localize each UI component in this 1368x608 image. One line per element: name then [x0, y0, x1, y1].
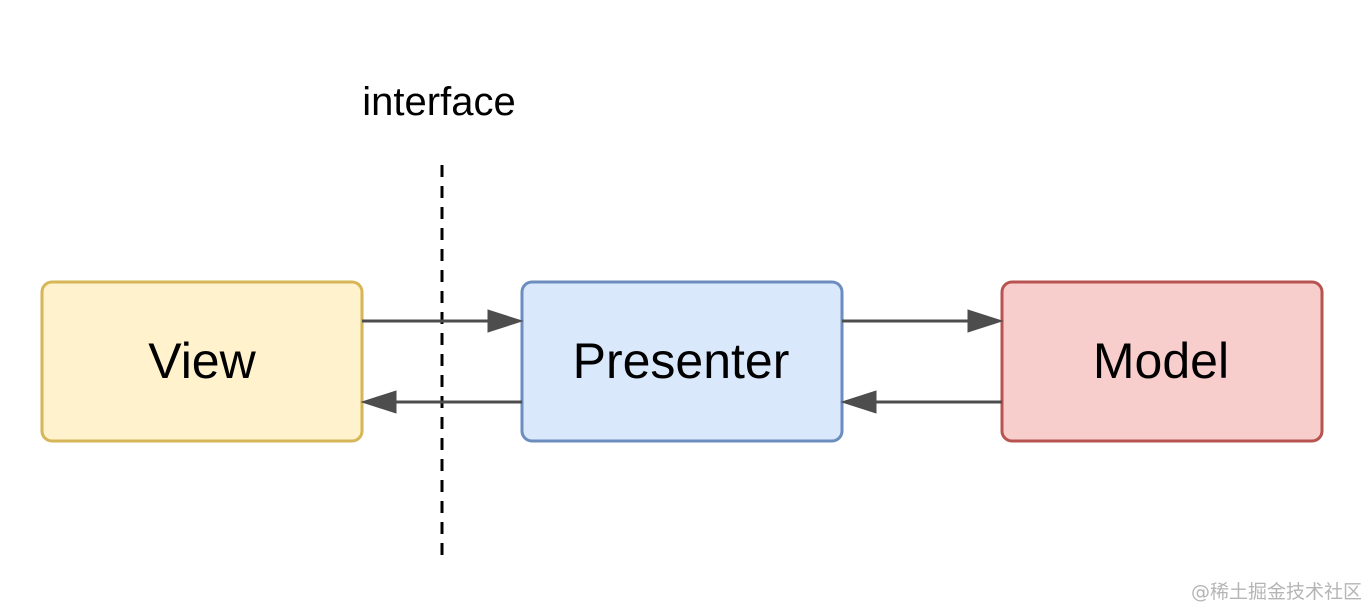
presenter-node: Presenter	[520, 280, 844, 443]
view-label: View	[148, 333, 256, 389]
arrowhead-icon	[487, 309, 524, 333]
arrow-model-to-presenter	[840, 390, 1002, 414]
arrowhead-icon	[967, 309, 1004, 333]
presenter-box	[520, 280, 844, 443]
arrowhead-icon	[840, 390, 877, 414]
view-node: View	[40, 280, 364, 443]
model-node: Model	[1000, 280, 1324, 443]
model-box	[1000, 280, 1324, 443]
presenter-label: Presenter	[573, 333, 790, 389]
arrow-presenter-to-view	[360, 390, 522, 414]
view-box	[40, 280, 364, 443]
arrow-view-to-presenter	[362, 309, 524, 333]
arrow-presenter-to-model	[842, 309, 1004, 333]
model-label: Model	[1093, 333, 1229, 389]
interface-label: interface	[362, 80, 515, 124]
arrowhead-icon	[360, 390, 397, 414]
watermark: @稀土掘金技术社区	[1191, 581, 1362, 603]
